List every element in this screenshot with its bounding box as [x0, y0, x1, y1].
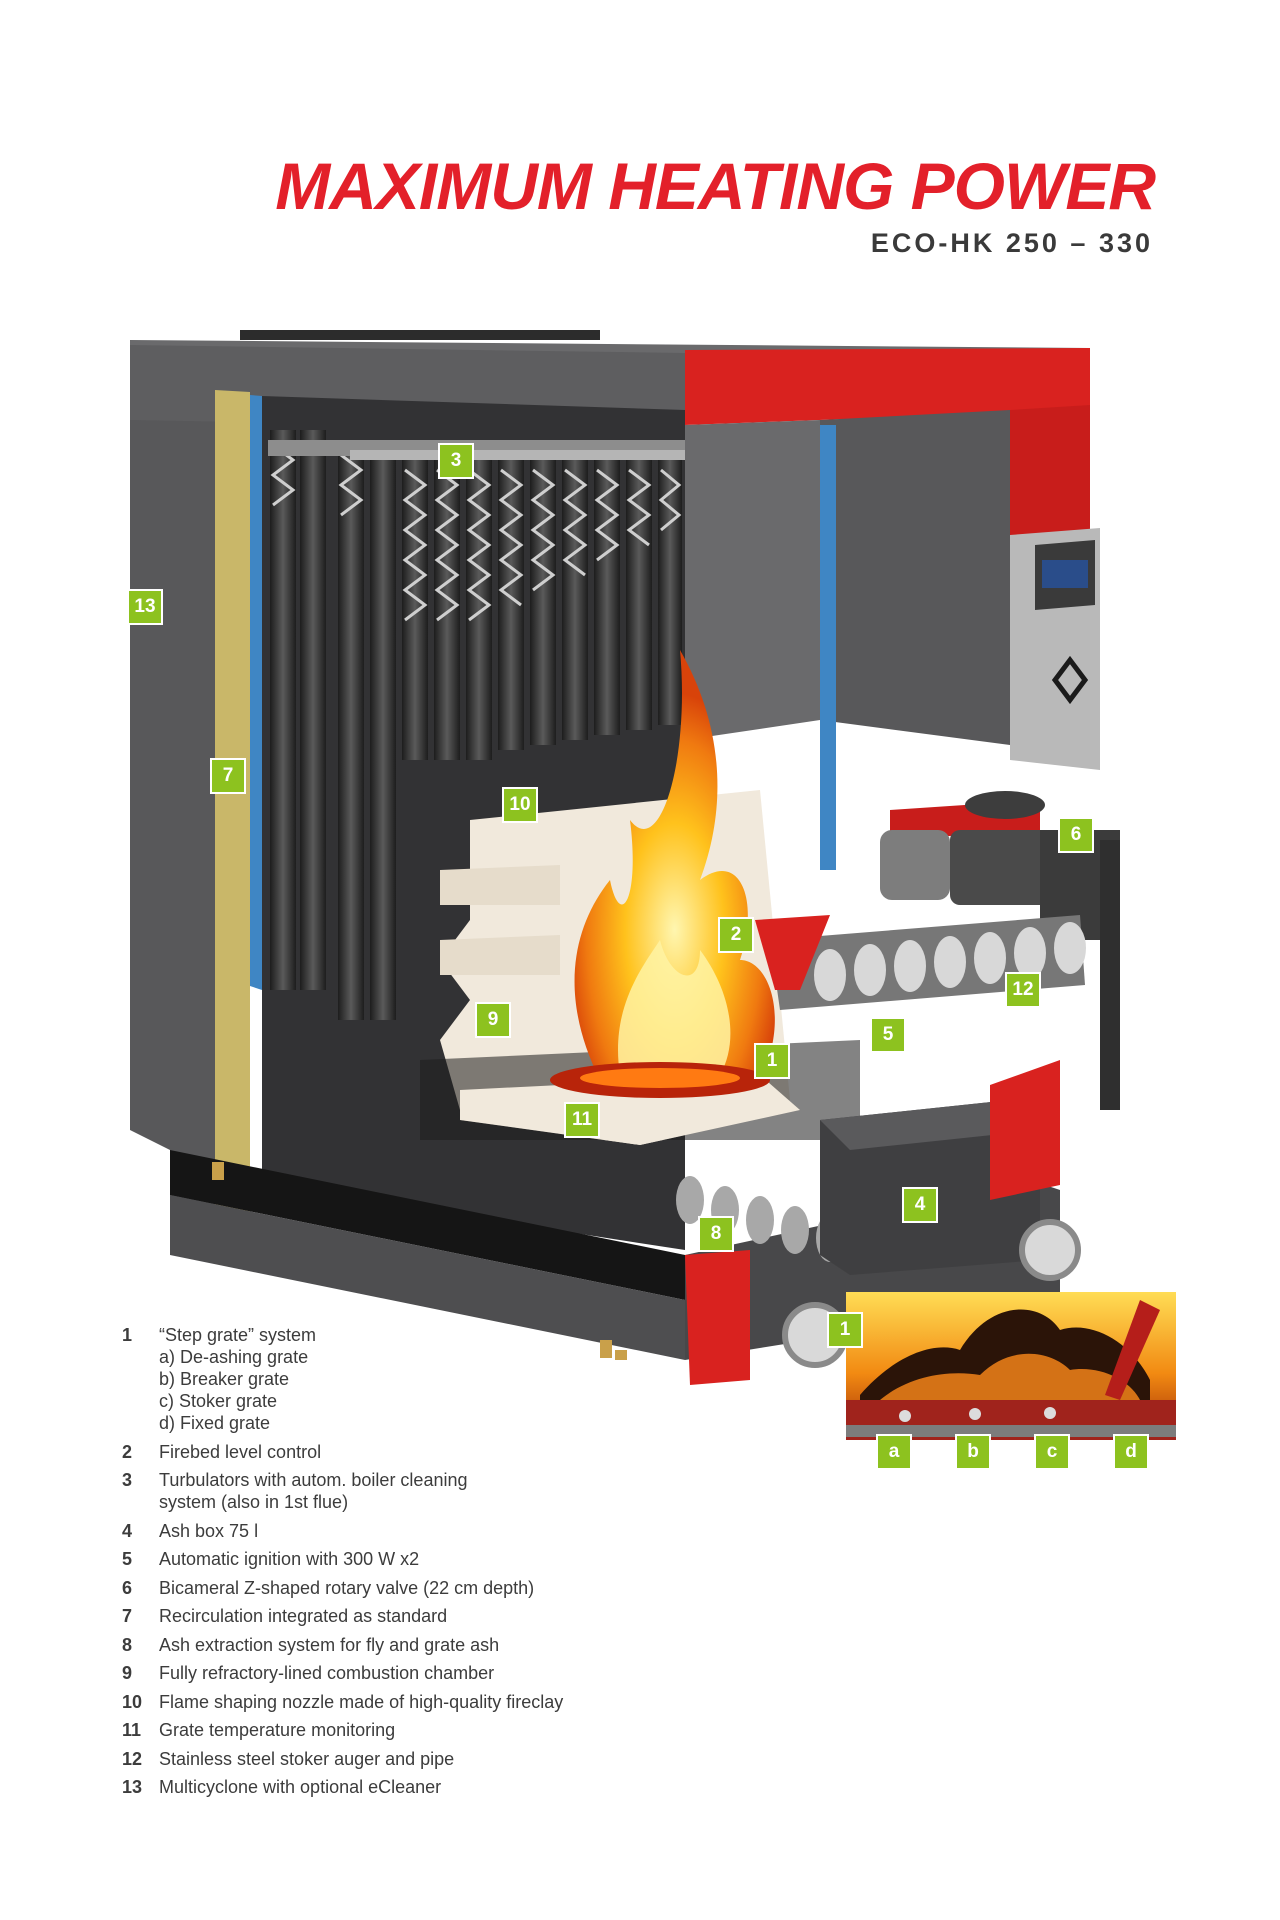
component-legend: 1 “Step grate” system a) De-ashing grate… — [122, 1324, 629, 1805]
legend-text: Fully refractory-lined combustion chambe… — [159, 1663, 495, 1683]
callout-b: b — [955, 1434, 991, 1470]
legend-item: 11 Grate temperature monitoring — [122, 1719, 629, 1741]
callout-a: a — [876, 1434, 912, 1470]
legend-item: 4 Ash box 75 l — [122, 1520, 629, 1542]
callout-3: 3 — [438, 443, 474, 479]
legend-subitem: b) Breaker grate — [159, 1369, 290, 1389]
legend-text: Flame shaping nozzle made of high-qualit… — [159, 1691, 564, 1712]
callout-13: 13 — [127, 589, 163, 625]
feed-chute — [755, 915, 830, 990]
legend-number: 12 — [122, 1748, 143, 1769]
turbulator-springs — [270, 443, 682, 622]
callout-6: 6 — [1058, 817, 1094, 853]
legend-item: 7 Recirculation integrated as standard — [122, 1605, 629, 1627]
callout-9: 9 — [475, 1002, 511, 1038]
legend-number: 11 — [122, 1720, 142, 1740]
flame — [550, 650, 775, 1098]
housing-side-wall — [130, 345, 225, 1240]
legend-text: “Step grate” system — [159, 1325, 317, 1345]
legend-number: 3 — [122, 1470, 133, 1490]
legend-item: 10 Flame shaping nozzle made of high-qual… — [122, 1691, 629, 1713]
legend-text: Ash box 75 l — [159, 1520, 259, 1541]
callout-1: 1 — [754, 1043, 790, 1079]
legend-text: Grate temperature monitoring — [159, 1720, 396, 1740]
insulation-layer — [215, 390, 250, 1245]
callout-7: 7 — [210, 758, 246, 794]
legend-number: 4 — [122, 1520, 133, 1541]
legend-number: 1 — [122, 1325, 133, 1345]
legend-item: 6 Bicameral Z-shaped rotary valve (22 cm … — [122, 1577, 629, 1599]
legend-item: 2 Firebed level control — [122, 1441, 629, 1463]
callout-2: 2 — [718, 917, 754, 953]
legend-text: Stainless steel stoker auger and pipe — [159, 1748, 455, 1769]
legend-text: Ash extraction system for fly and grate … — [159, 1634, 500, 1655]
legend-text: Turbulators with autom. boiler cleaning … — [159, 1470, 468, 1512]
legend-number: 6 — [122, 1577, 133, 1598]
callout-4: 4 — [902, 1187, 938, 1223]
flue-tubes — [270, 430, 682, 1020]
legend-item: 5 Automatic ignition with 300 W x2 — [122, 1548, 629, 1570]
callout-12: 12 — [1005, 972, 1041, 1008]
callout-10: 10 — [502, 787, 538, 823]
legend-text: Firebed level control — [159, 1441, 322, 1462]
legend-item: 1 “Step grate” system a) De-ashing grate… — [122, 1324, 629, 1434]
callout-11: 11 — [564, 1102, 600, 1138]
legend-number: 5 — [122, 1549, 133, 1569]
legend-item: 3 Turbulators with autom. boiler cleaning… — [122, 1469, 629, 1513]
legend-number: 9 — [122, 1663, 133, 1683]
model-subtitle: ECO-HK 250 – 330 — [870, 228, 1153, 258]
legend-number: 13 — [122, 1777, 143, 1797]
legend-number: 2 — [122, 1441, 133, 1462]
legend-item: 9 Fully refractory-lined combustion chamb… — [122, 1662, 629, 1684]
callout-5: 5 — [870, 1017, 906, 1053]
callout-8: 8 — [698, 1216, 734, 1252]
legend-subitem: a) De-ashing grate — [159, 1347, 309, 1367]
control-panel — [1010, 528, 1100, 770]
legend-subitem: c) Stoker grate — [159, 1391, 278, 1411]
legend-number: 8 — [122, 1634, 133, 1655]
legend-number: 7 — [122, 1606, 133, 1626]
legend-text: Automatic ignition with 300 W x2 — [159, 1549, 420, 1569]
red-corner-post — [685, 1250, 750, 1385]
legend-item: 13 Multicyclone with optional eCleaner — [122, 1776, 629, 1798]
housing-base — [170, 1150, 685, 1300]
step-grate-inset — [846, 1292, 1176, 1440]
legend-item: 8 Ash extraction system for fly and grate… — [122, 1634, 629, 1656]
legend-item: 12 Stainless steel stoker auger and pipe — [122, 1748, 629, 1770]
page-title: MAXIMUM HEATING POWER — [275, 149, 1156, 223]
callout-c: c — [1034, 1434, 1070, 1470]
callout-1-inset: 1 — [827, 1312, 863, 1348]
legend-text: Bicameral Z-shaped rotary valve (22 cm d… — [159, 1577, 535, 1598]
legend-number: 10 — [122, 1691, 143, 1712]
callout-d: d — [1113, 1434, 1149, 1470]
legend-text: Recirculation integrated as standard — [159, 1606, 448, 1626]
legend-subitem: d) Fixed grate — [159, 1413, 271, 1433]
red-frame-top — [685, 348, 1090, 425]
legend-text: Multicyclone with optional eCleaner — [159, 1777, 442, 1797]
